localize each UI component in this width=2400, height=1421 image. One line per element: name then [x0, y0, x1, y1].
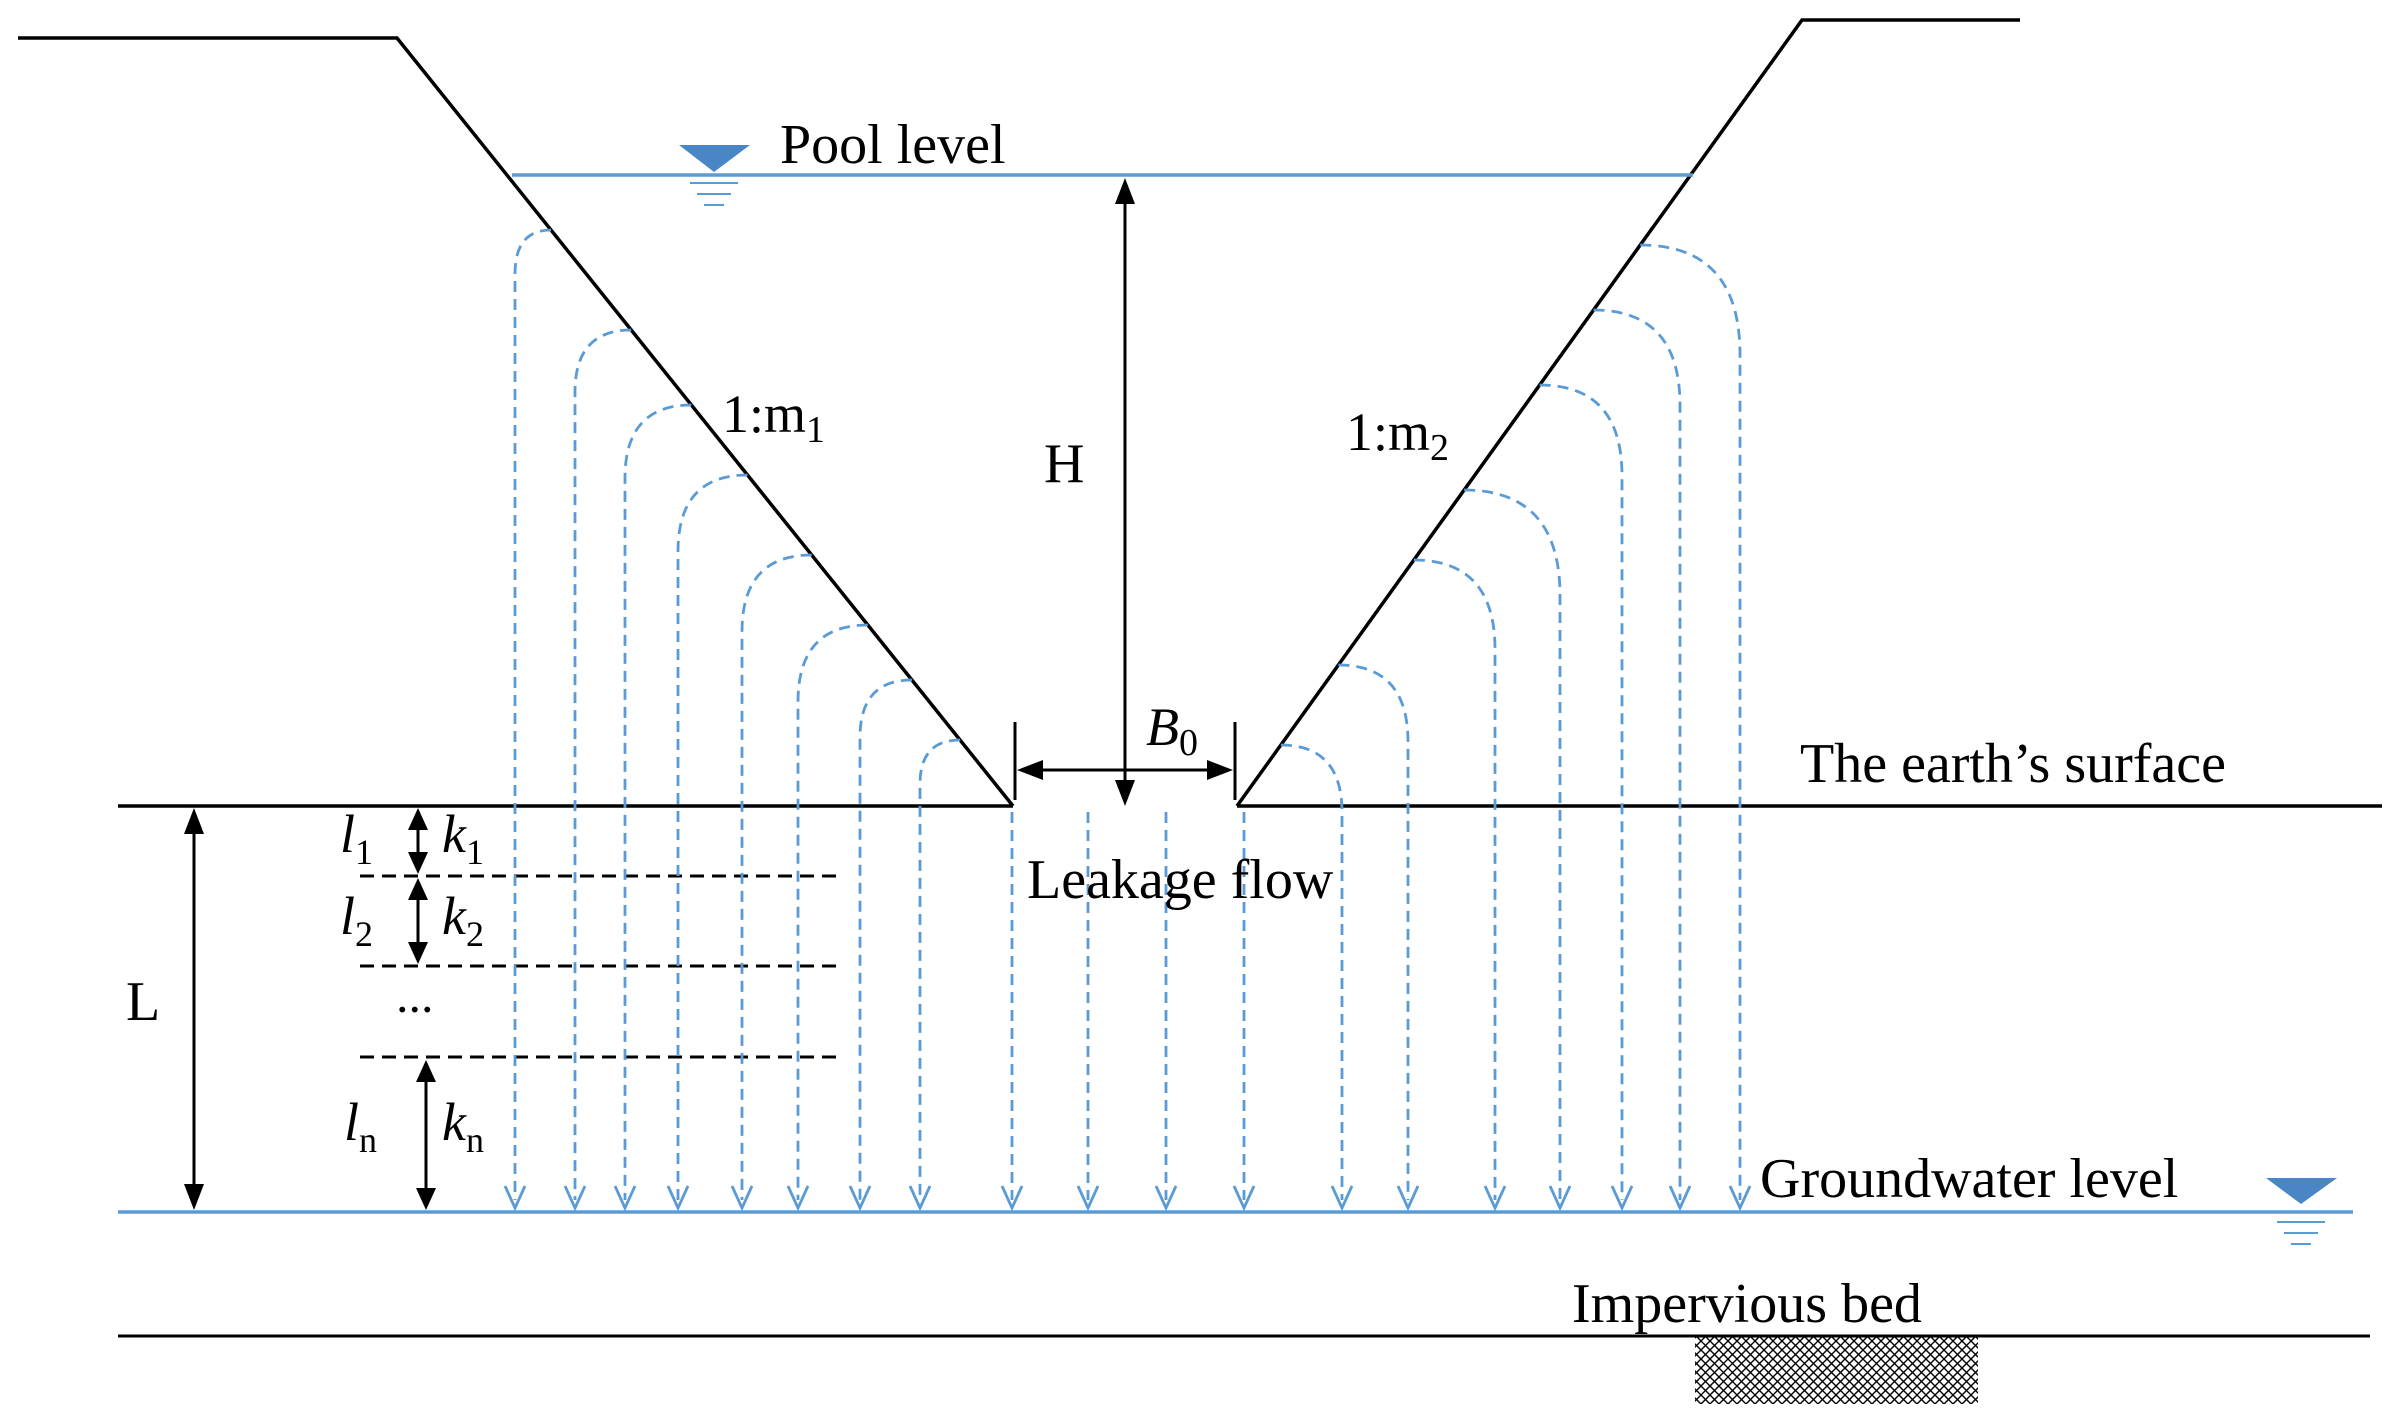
flowline-arrowhead-left-3: [613, 1185, 637, 1212]
flowline-arrowhead-right-6: [1396, 1185, 1420, 1212]
flowline-arrowhead-right-4: [1548, 1185, 1572, 1212]
earth-surface-label: The earth’s surface: [1800, 733, 2226, 795]
layer-n-thickness-arrow: [416, 1060, 436, 1210]
slope-right-label: 1:m2: [1346, 402, 1449, 469]
flowline-left-8: [918, 738, 961, 1200]
groundwater-level-symbol-icon: [2266, 1178, 2337, 1245]
l1-text: l: [340, 804, 355, 864]
flowline-right-7: [1280, 743, 1344, 1200]
slope-left-subscript: 1: [806, 409, 825, 451]
slope-left-text: 1:m: [722, 384, 806, 444]
channel-left-bank: [18, 36, 1015, 808]
dimension-H: [1115, 178, 1135, 806]
flowline-left-1: [513, 228, 552, 1200]
flowline-left-4: [676, 473, 748, 1200]
dimension-L: [184, 808, 204, 1210]
flowline-arrowhead-bottom-1: [1000, 1185, 1024, 1212]
flowline-right-4: [1464, 488, 1562, 1200]
seepage-flowlines: [503, 228, 1752, 1212]
flowline-arrowhead-right-1: [1728, 1185, 1752, 1212]
dimension-B0: [1013, 722, 1237, 800]
flowline-arrowhead-right-7: [1330, 1185, 1354, 1212]
flowline-arrowhead-left-1: [503, 1185, 527, 1212]
flowline-arrowhead-right-2: [1668, 1185, 1692, 1212]
k1-subscript: 1: [466, 832, 484, 872]
B0-label: B0: [1146, 697, 1198, 764]
flowline-arrowhead-right-5: [1483, 1185, 1507, 1212]
flowline-arrowhead-bottom-3: [1154, 1185, 1178, 1212]
impervious-bed-label: Impervious bed: [1572, 1273, 1922, 1335]
kn-label: kn: [442, 1092, 484, 1160]
flowline-arrowhead-left-7: [848, 1185, 872, 1212]
ln-label: ln: [344, 1092, 377, 1160]
flowline-arrowhead-left-4: [666, 1185, 690, 1212]
kn-text: k: [442, 1092, 467, 1152]
ln-subscript: n: [359, 1120, 377, 1160]
flowline-arrowhead-left-2: [563, 1185, 587, 1212]
impervious-bed-hatch-icon: [1695, 1337, 1978, 1404]
B0-text: B: [1146, 697, 1179, 757]
flowline-left-6: [796, 623, 868, 1200]
ln-text: l: [344, 1092, 359, 1152]
layer-1-thickness-arrow: [408, 808, 428, 874]
kn-subscript: n: [466, 1120, 484, 1160]
slope-right-text: 1:m: [1346, 402, 1430, 462]
flowline-arrowhead-bottom-2: [1076, 1185, 1100, 1212]
l2-label: l2: [340, 886, 373, 954]
flowline-left-5: [740, 553, 812, 1200]
l1-subscript: 1: [355, 832, 373, 872]
L-label: L: [126, 971, 160, 1033]
flowline-right-1: [1640, 243, 1742, 1200]
l2-subscript: 2: [355, 914, 373, 954]
slope-left-label: 1:m1: [722, 384, 825, 451]
groundwater-level-label: Groundwater level: [1760, 1148, 2178, 1210]
l1-label: l1: [340, 804, 373, 872]
flowline-arrowhead-left-8: [908, 1185, 932, 1212]
k2-text: k: [442, 886, 467, 946]
flowline-left-7: [858, 678, 912, 1200]
flowline-arrowhead-bottom-4: [1232, 1185, 1256, 1212]
flowline-arrowhead-left-5: [730, 1185, 754, 1212]
k2-label: k2: [442, 886, 484, 954]
slope-right-subscript: 2: [1430, 427, 1449, 469]
flowline-right-6: [1338, 663, 1410, 1200]
flowline-left-2: [573, 328, 632, 1200]
channel-right-bank: [1235, 18, 2020, 808]
pool-level-label: Pool level: [780, 114, 1006, 176]
leakage-flow-label: Leakage flow: [1027, 849, 1334, 911]
flowline-arrowhead-left-6: [786, 1185, 810, 1212]
flowline-arrowhead-right-3: [1610, 1185, 1634, 1212]
ellipsis-label: ...: [396, 967, 434, 1023]
B0-subscript: 0: [1179, 722, 1198, 764]
flowline-left-3: [623, 403, 692, 1200]
layer-2-thickness-arrow: [408, 878, 428, 964]
flowline-right-2: [1593, 308, 1682, 1200]
l2-text: l: [340, 886, 355, 946]
pool-level-symbol-icon: [679, 145, 750, 206]
flowline-right-5: [1413, 558, 1497, 1200]
flowline-right-3: [1539, 383, 1624, 1200]
k2-subscript: 2: [466, 914, 484, 954]
H-label: H: [1044, 433, 1084, 495]
k1-text: k: [442, 804, 467, 864]
k1-label: k1: [442, 804, 484, 872]
